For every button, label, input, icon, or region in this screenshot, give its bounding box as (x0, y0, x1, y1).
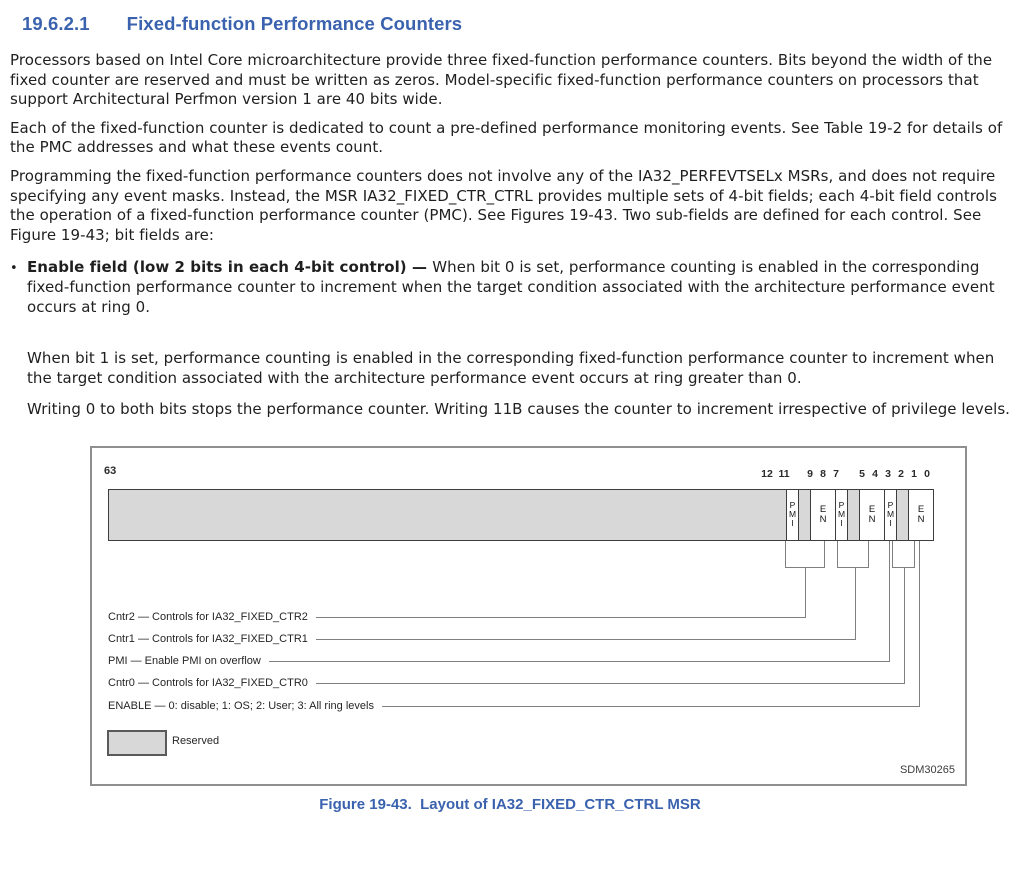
callout-label: Cntr2 — Controls for IA32_FIXED_CTR2 (108, 610, 308, 623)
bit-number-label-1: 1 (911, 467, 917, 480)
callout-connector-line (919, 540, 920, 707)
register-cell-reserved-63-12 (108, 488, 787, 541)
cell-letter: E (868, 503, 876, 515)
callout-label: Cntr1 — Controls for IA32_FIXED_CTR1 (108, 632, 308, 645)
cell-letter: P (887, 500, 894, 511)
callout-leader-line (315, 682, 905, 684)
bullet-item: • Enable field (low 2 bits in each 4-bit… (10, 258, 1023, 420)
cell-letter: P (838, 500, 845, 511)
bit-number-label-3: 3 (885, 467, 891, 480)
bullet-sub-paragraph: When bit 1 is set, performance counting … (27, 349, 995, 387)
bullet-text: When bit 0 is set, performance counting … (27, 258, 995, 316)
bullet-sub-paragraph: Writing 0 to both bits stops the perform… (27, 400, 1010, 419)
reserved-legend-label: Reserved (172, 734, 220, 747)
callout-leader-line (381, 705, 920, 707)
callout-leader-line (268, 660, 890, 662)
callout-label: Cntr0 — Controls for IA32_FIXED_CTR0 (108, 676, 308, 689)
callout-connector-line (889, 540, 890, 662)
callout-row: Cntr1 — Controls for IA32_FIXED_CTR1 (108, 631, 856, 647)
bit-number-label-0: 0 (924, 467, 930, 480)
section-heading: 19.6.2.1 Fixed-function Performance Coun… (22, 13, 1023, 35)
cell-letter: P (789, 500, 796, 511)
bit-number-label-12: 12 (761, 467, 773, 480)
bullet-bold-lead: Enable field (low 2 bits in each 4-bit c… (27, 258, 407, 277)
section-number: 19.6.2.1 (22, 13, 90, 34)
callout-row: Cntr0 — Controls for IA32_FIXED_CTR0 (108, 675, 905, 691)
cell-letter: E (917, 503, 925, 515)
callout-label: ENABLE — 0: disable; 1: OS; 2: User; 3: … (108, 699, 374, 712)
figure-doc-number: SDM30265 (899, 763, 955, 776)
bit-number-label-2: 2 (898, 467, 904, 480)
cell-letter: N (819, 513, 827, 525)
reserved-legend-swatch (107, 729, 167, 756)
callout-leader-line (315, 638, 856, 640)
bullet-body: Enable field (low 2 bits in each 4-bit c… (27, 258, 1023, 420)
bit-number-label-5: 5 (859, 467, 865, 480)
callout-connector-line (904, 567, 905, 684)
bit-63-label: 63 (104, 464, 117, 477)
callout-label: PMI — Enable PMI on overflow (108, 654, 261, 667)
bit-number-label-4: 4 (872, 467, 878, 480)
cell-letter: E (819, 503, 827, 515)
callout-row: Cntr2 — Controls for IA32_FIXED_CTR2 (108, 609, 806, 625)
callout-row: PMI — Enable PMI on overflow (108, 653, 890, 669)
callout-row: ENABLE — 0: disable; 1: OS; 2: User; 3: … (108, 698, 920, 714)
bullet-lead-paragraph: Enable field (low 2 bits in each 4-bit c… (27, 258, 1023, 317)
section-title: Fixed-function Performance Counters (126, 13, 463, 34)
bullet-marker: • (10, 261, 18, 277)
figure-caption: Figure 19-43. Layout of IA32_FIXED_CTR_C… (319, 795, 701, 813)
field-group-bracket (892, 540, 915, 568)
bit-number-label-8: 8 (820, 467, 826, 480)
paragraph: Programming the fixed-function performan… (10, 166, 997, 244)
cell-letter: M (788, 509, 797, 520)
bit-number-label-9: 9 (807, 467, 813, 480)
field-group-bracket (837, 540, 869, 568)
cell-letter: N (917, 513, 925, 525)
cell-letter: I (840, 518, 843, 529)
callout-connector-line (855, 567, 856, 640)
paragraph: Each of the fixed-function counter is de… (10, 118, 1003, 157)
cell-letter: I (889, 518, 892, 529)
document-page: 19.6.2.1 Fixed-function Performance Coun… (0, 13, 1032, 813)
cell-letter: M (837, 509, 846, 520)
bullet-dash: — (406, 258, 433, 277)
cell-letter: N (868, 513, 876, 525)
cell-letter: I (791, 518, 794, 529)
callout-leader-line (315, 616, 806, 618)
paragraph: Processors based on Intel Core microarch… (10, 51, 993, 109)
cell-letter: M (886, 509, 895, 520)
bit-number-label-7: 7 (833, 467, 839, 480)
bit-number-label-11: 11 (778, 467, 790, 480)
callout-connector-line (805, 567, 806, 618)
field-group-bracket (785, 540, 825, 568)
